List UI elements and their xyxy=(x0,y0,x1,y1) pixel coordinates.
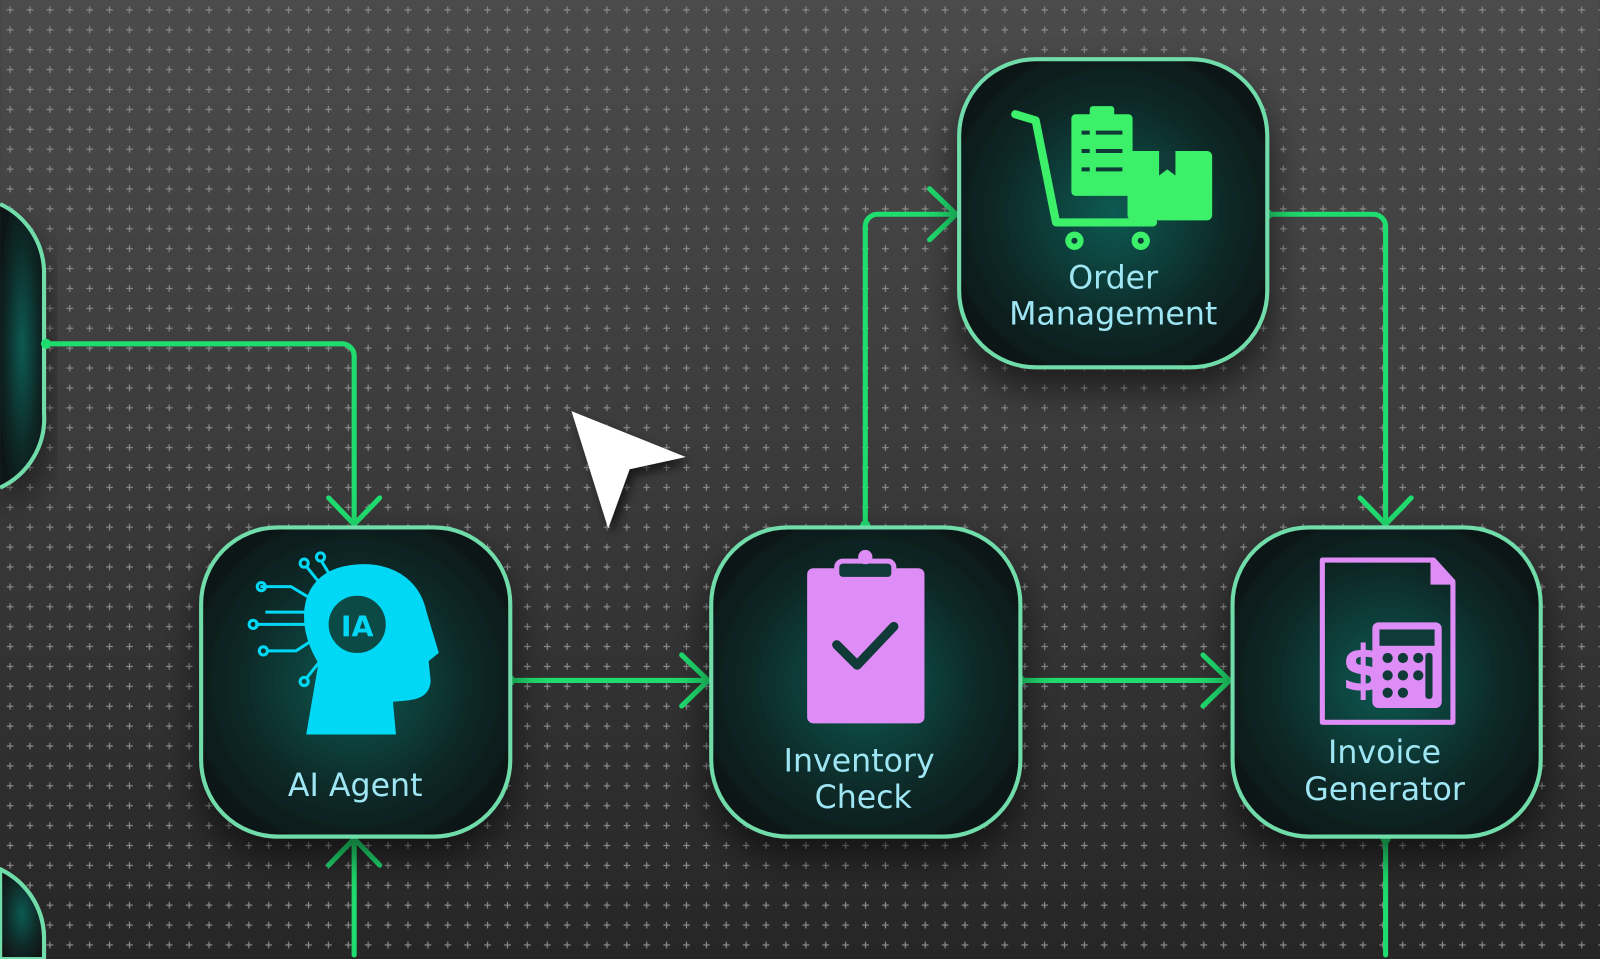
arrowhead xyxy=(927,186,959,243)
connector-order-to-invoice xyxy=(1264,211,1389,525)
ai-icon-text: IA xyxy=(341,610,374,644)
node-label-line2: Generator xyxy=(1304,772,1465,808)
shopping-cart-icon xyxy=(1011,106,1213,250)
connector-inventory-to-order xyxy=(862,211,957,528)
arrowhead xyxy=(679,652,711,709)
arrowhead xyxy=(326,495,383,527)
node-invoice-generator[interactable]: $ Invoice Generator xyxy=(1230,525,1543,839)
ai-head-icon: IA xyxy=(247,551,439,735)
partial-node-left-bottom-border xyxy=(0,867,47,959)
pointer-cursor-icon xyxy=(571,411,686,529)
connectors xyxy=(40,186,1414,958)
node-order-management[interactable]: Order Management xyxy=(957,57,1270,370)
clipboard-check-icon xyxy=(807,549,925,724)
node-inventory-check[interactable]: Inventory Check xyxy=(709,525,1023,839)
connector-left-to-ai-agent xyxy=(43,341,357,525)
invoice-calculator-icon: $ xyxy=(1319,557,1456,725)
dollar-sign: $ xyxy=(1341,632,1385,706)
arrowhead xyxy=(1357,495,1414,527)
node-label-line1: Invoice xyxy=(1328,735,1441,771)
node-label-line2: Management xyxy=(1009,296,1217,332)
node-ai-agent[interactable]: IA AI Agent xyxy=(199,525,513,839)
node-label-line1: Inventory xyxy=(784,743,935,779)
node-label: AI Agent xyxy=(288,768,423,804)
arrowhead xyxy=(1200,652,1233,709)
node-label-line2: Check xyxy=(815,780,913,816)
partial-node-left-top[interactable] xyxy=(0,202,47,490)
node-label-line1: Order xyxy=(1068,261,1158,297)
